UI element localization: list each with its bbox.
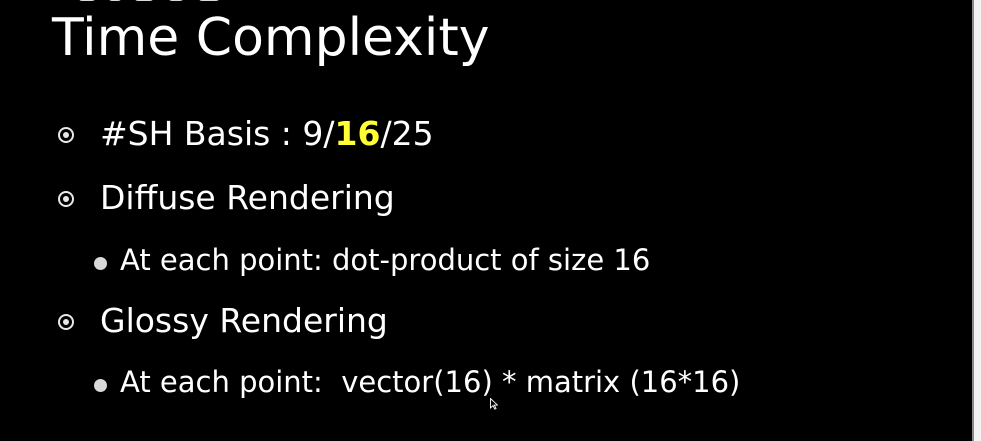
dot-bullet-icon bbox=[94, 379, 107, 392]
ring-bullet-icon bbox=[58, 127, 74, 143]
dot-bullet-icon bbox=[94, 257, 107, 270]
sub-bullet-text: At each point: dot-product of size 16 bbox=[120, 243, 651, 277]
mouse-cursor-icon bbox=[490, 398, 498, 410]
bullet-text: #SH Basis : 9/16/25 bbox=[100, 114, 434, 154]
top-edge-fragment bbox=[78, 0, 228, 4]
slide-title: Time Complexity bbox=[52, 8, 490, 68]
sub-bullet-text: At each point: vector(16) * matrix (16*1… bbox=[120, 365, 741, 399]
bullet-text-part: /25 bbox=[380, 114, 434, 153]
highlighted-number: 16 bbox=[334, 114, 381, 153]
bullet-text: Glossy Rendering bbox=[100, 301, 388, 340]
bullet-text-part: #SH Basis : 9/ bbox=[100, 114, 335, 153]
bullet-text: Diffuse Rendering bbox=[100, 178, 395, 217]
ring-bullet-icon bbox=[58, 314, 74, 330]
ring-bullet-icon bbox=[58, 191, 74, 207]
window-right-edge bbox=[972, 0, 981, 441]
